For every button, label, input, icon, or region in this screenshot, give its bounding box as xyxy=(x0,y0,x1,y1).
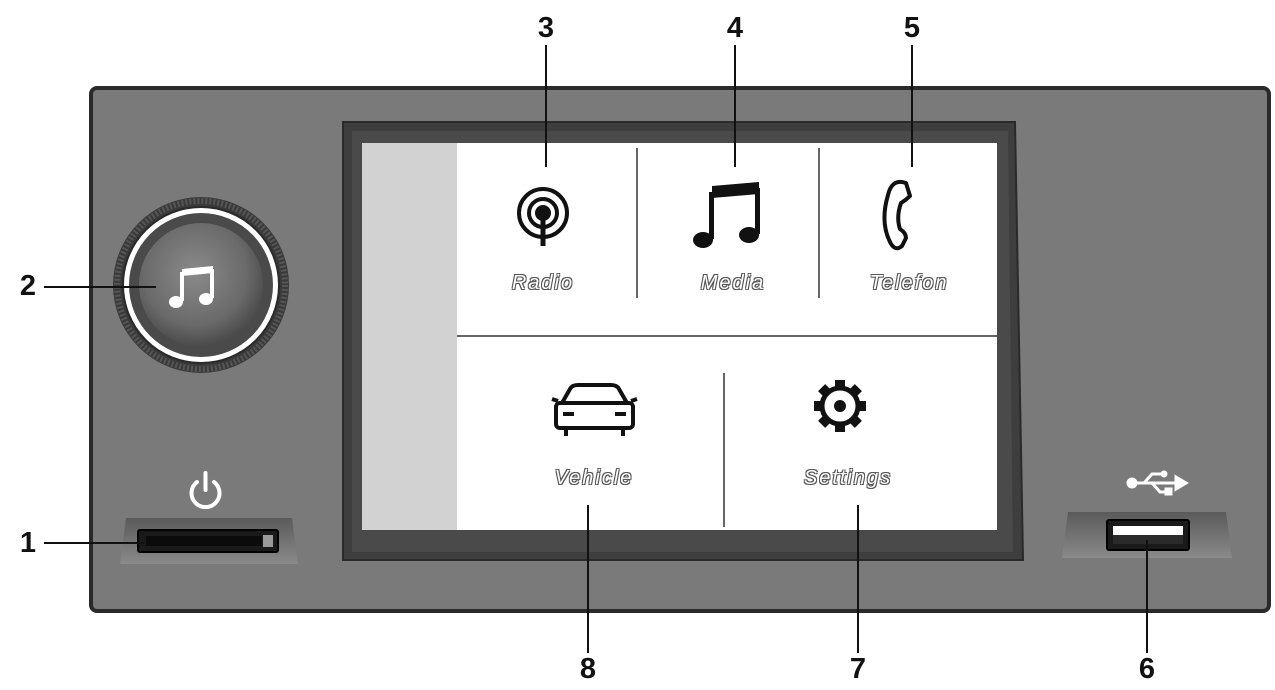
display-side-strip xyxy=(362,143,457,530)
callout-leader-radio xyxy=(545,45,547,167)
touch-display[interactable] xyxy=(362,143,997,530)
radio-broadcast-icon xyxy=(517,187,569,246)
callout-number-media: 4 xyxy=(726,12,744,44)
tile-label-settings[interactable]: Settings xyxy=(803,467,893,489)
knob-music-note-icon xyxy=(169,266,214,308)
rotary-knob[interactable] xyxy=(113,197,289,373)
power-slot[interactable] xyxy=(120,518,298,564)
callout-number-vehicle: 8 xyxy=(579,653,597,685)
tile-label-media[interactable]: Media xyxy=(700,272,766,294)
callout-number-power-slot: 1 xyxy=(19,527,37,559)
tile-label-radio[interactable]: Radio xyxy=(511,272,575,294)
callout-leader-phone xyxy=(911,45,913,167)
tile-label-vehicle[interactable]: Vehicle xyxy=(554,467,634,489)
callout-number-settings: 7 xyxy=(849,653,867,685)
music-note-icon xyxy=(693,182,760,248)
callout-leader-knob xyxy=(44,286,156,288)
power-icon xyxy=(189,471,222,510)
callout-number-radio: 3 xyxy=(537,12,555,44)
callout-number-usb: 6 xyxy=(1138,653,1156,685)
car-icon xyxy=(551,383,638,436)
callout-number-knob: 2 xyxy=(19,270,37,302)
usb-icon xyxy=(1126,470,1189,496)
callout-leader-vehicle xyxy=(587,505,589,653)
callout-leader-settings xyxy=(857,505,859,653)
phone-handset-icon xyxy=(882,179,912,251)
gear-icon xyxy=(814,380,866,432)
callout-leader-media xyxy=(734,45,736,167)
tile-label-phone[interactable]: Telefon xyxy=(869,272,949,294)
callout-leader-power-slot xyxy=(44,542,144,544)
callout-number-phone: 5 xyxy=(903,12,921,44)
usb-port[interactable] xyxy=(1062,512,1232,558)
callout-leader-usb xyxy=(1146,540,1148,653)
